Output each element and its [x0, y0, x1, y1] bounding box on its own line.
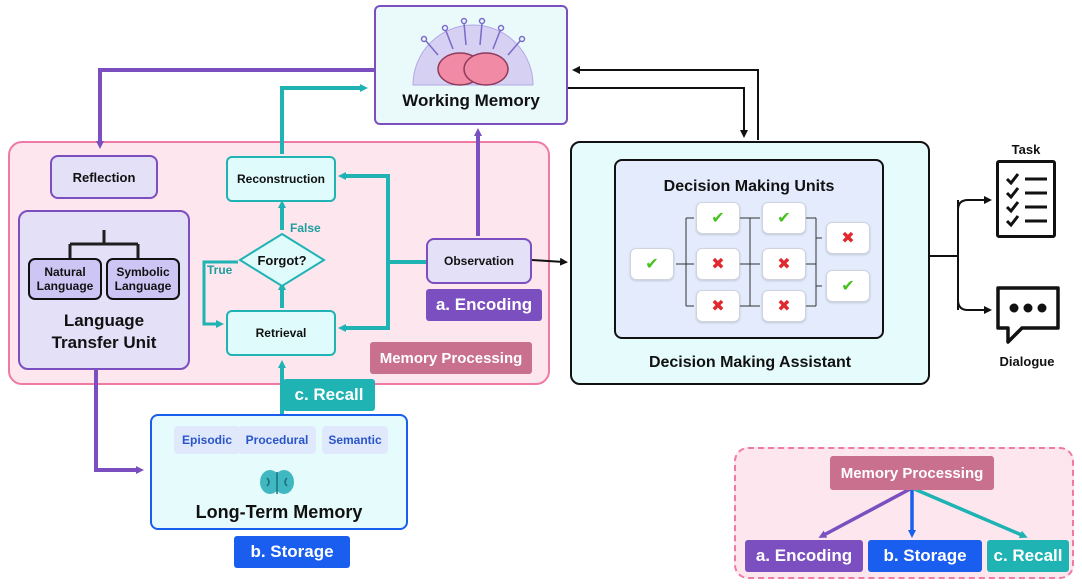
legend-arrow-encoding — [818, 486, 913, 538]
decision-cell: ✔ — [696, 202, 740, 234]
arrow-ltu-to-ltm — [94, 370, 144, 474]
long-term-memory-box: Episodic Procedural Semantic Long-Term M… — [150, 414, 408, 530]
arrow-true-loop — [202, 260, 238, 328]
decision-cell: ✖ — [696, 248, 740, 280]
task-checklist-icon — [996, 160, 1056, 238]
dialogue-bubble-icon — [994, 284, 1064, 348]
brain-chip-icon — [412, 17, 534, 86]
arrow-recon-to-wm — [280, 84, 368, 154]
storage-tag: b. Storage — [234, 536, 350, 568]
reconstruction-box: Reconstruction — [226, 156, 336, 202]
encoding-tag: a. Encoding — [426, 289, 542, 321]
language-transfer-unit: Natural Language Symbolic Language Langu… — [18, 210, 190, 370]
forgot-label: Forgot? — [257, 252, 307, 268]
forgot-diamond: Forgot? — [238, 232, 326, 288]
decision-cell: ✔ — [826, 270, 870, 302]
ltu-title: Language Transfer Unit — [51, 311, 157, 352]
memory-type-semantic: Semantic — [322, 426, 388, 454]
legend-recall: c. Recall — [987, 540, 1069, 572]
symbolic-language-box: Symbolic Language — [106, 258, 180, 300]
reflection-box: Reflection — [50, 155, 158, 199]
natural-language-box: Natural Language — [28, 258, 102, 300]
arrow-to-dialogue — [957, 299, 992, 314]
memory-type-episodic: Episodic — [174, 426, 240, 454]
arrow-obs-to-dma — [531, 257, 568, 266]
decision-cell: ✖ — [696, 290, 740, 322]
legend-encoding: a. Encoding — [745, 540, 863, 572]
ltu-branch-lines — [68, 230, 140, 258]
dialogue-label: Dialogue — [999, 353, 1055, 369]
working-memory-box: Working Memory — [374, 5, 568, 125]
arrow-to-task — [957, 196, 992, 211]
memory-type-procedural: Procedural — [238, 426, 316, 454]
decision-cell: ✖ — [762, 248, 806, 280]
observation-box: Observation — [426, 238, 532, 284]
false-label: False — [290, 221, 321, 235]
long-term-memory-title: Long-Term Memory — [195, 501, 363, 522]
arrow-wm-to-reflection — [96, 68, 374, 149]
brain-icon — [260, 470, 294, 494]
arrow-wm-to-dma — [568, 87, 748, 138]
working-memory-title: Working Memory — [402, 91, 540, 110]
decision-cell: ✔ — [630, 248, 674, 280]
legend-storage: b. Storage — [868, 540, 982, 572]
decision-cell: ✖ — [762, 290, 806, 322]
arrow-dma-split — [930, 200, 959, 310]
decision-cell: ✖ — [826, 222, 870, 254]
memory-processing-label: Memory Processing — [370, 342, 532, 374]
arrow-obs-to-retrieval — [338, 262, 390, 332]
true-label: True — [207, 263, 233, 277]
recall-tag: c. Recall — [283, 379, 375, 411]
arrow-obs-to-recon — [338, 172, 426, 264]
arrow-dma-to-wm — [572, 66, 759, 140]
legend-arrow-recall — [911, 486, 1028, 539]
decision-grid-lines — [676, 217, 822, 307]
task-label: Task — [1011, 141, 1041, 157]
legend-root: Memory Processing — [830, 456, 994, 490]
retrieval-box: Retrieval — [226, 310, 336, 356]
decision-cell: ✔ — [762, 202, 806, 234]
